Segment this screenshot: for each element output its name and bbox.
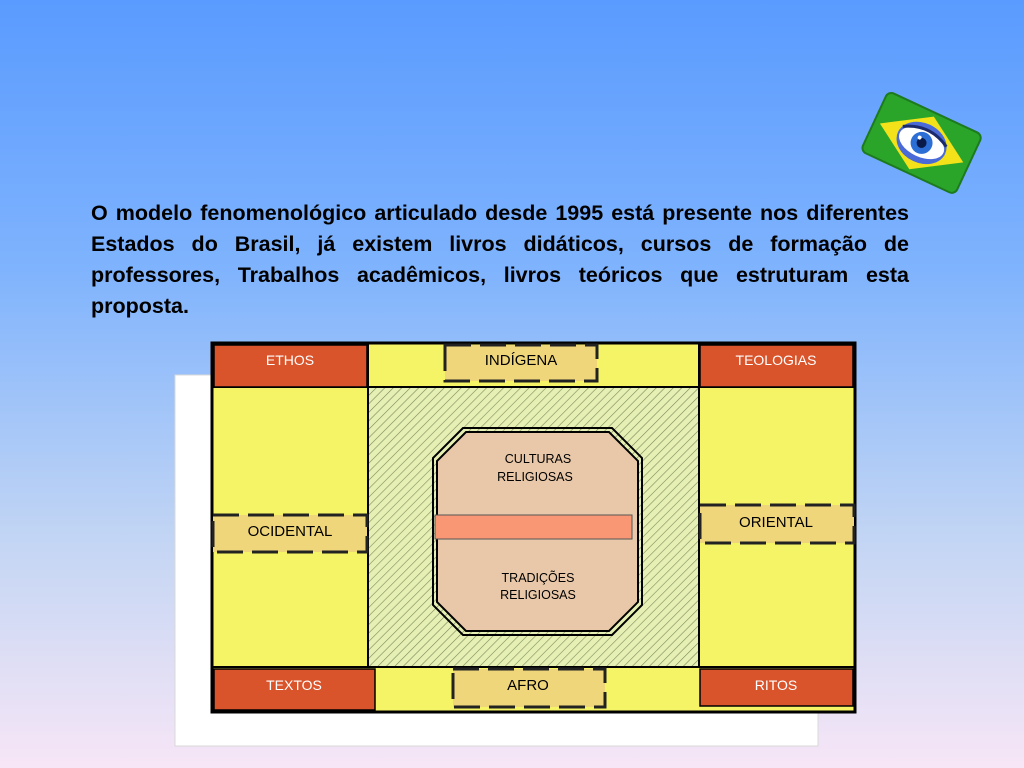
- side-oriental: [698, 503, 856, 545]
- label-indigena: INDÍGENA: [485, 352, 558, 369]
- brazil-flag-eye-icon: [861, 91, 982, 194]
- label-oriental: ORIENTAL: [739, 514, 813, 531]
- label-ritos: RITOS: [755, 677, 798, 693]
- label-afro: AFRO: [507, 677, 549, 694]
- label-teologias: TEOLOGIAS: [736, 352, 817, 368]
- label-textos: TEXTOS: [266, 677, 322, 693]
- side-afro: [451, 667, 607, 709]
- intro-paragraph: O modelo fenomenológico articulado desde…: [91, 201, 909, 318]
- label-ocidental: OCIDENTAL: [248, 523, 333, 540]
- label-culturas: CULTURAS: [505, 452, 571, 466]
- label-tradicoes: TRADIÇÕES: [502, 570, 575, 585]
- corner-ethos: [213, 344, 368, 388]
- corner-ritos: [699, 668, 854, 707]
- corner-teologias: [699, 344, 854, 388]
- side-indigena: [443, 343, 599, 383]
- corner-textos: [213, 668, 376, 711]
- side-ocidental: [211, 513, 369, 554]
- label-religiosas-lower: RELIGIOSAS: [500, 588, 576, 602]
- center-divider-bar: [434, 514, 633, 540]
- label-religiosas-upper: RELIGIOSAS: [497, 470, 573, 484]
- label-ethos: ETHOS: [266, 352, 314, 368]
- center-octagon-outer: [432, 427, 643, 636]
